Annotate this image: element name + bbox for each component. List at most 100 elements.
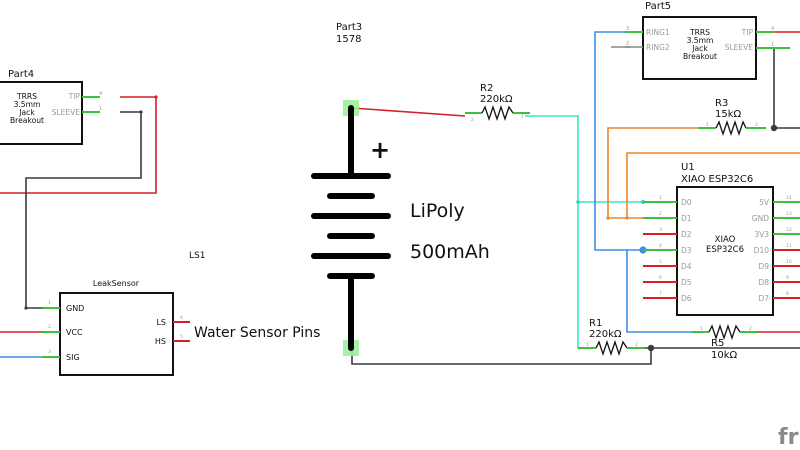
r1-ref: R1 [589, 318, 602, 329]
water-sensor-note: Water Sensor Pins [194, 325, 320, 341]
wire-cyan-to-r1[interactable] [577, 202, 588, 349]
part5-trrs-jack[interactable]: Part5 TRRS 3.5mm Jack Breakout RING1 RIN… [625, 1, 790, 80]
r2-resistor[interactable]: R2 220kΩ 2 1 [465, 83, 530, 123]
part4-title-line: Breakout [10, 116, 44, 125]
junction-dot [576, 200, 580, 204]
wire-gnd-sleeve-r3[interactable] [773, 48, 800, 129]
u1-pin-label: D7 [758, 294, 769, 303]
part4-title-line: 3.5mm [14, 100, 41, 109]
u1-pin-label: D10 [754, 246, 770, 255]
wires [0, 31, 800, 365]
r1-pin-num: 1 [586, 342, 589, 348]
part5-pin-sleeve-label: SLEEVE [725, 43, 754, 52]
u1-pin-label: 5V [759, 198, 770, 207]
part4-title-line: Jack [18, 108, 35, 117]
ls1-pin-num: 2 [48, 324, 51, 330]
part4-trrs-jack[interactable]: Part4 TRRS 3.5mm Jack Breakout TIP SLEEV… [0, 69, 102, 145]
u1-pin-label: D5 [681, 278, 692, 287]
ls1-pin-gnd-label: GND [66, 304, 84, 313]
r1-value: 220kΩ [589, 329, 622, 340]
ls1-body [59, 292, 174, 376]
u1-pin-num: 7 [659, 291, 662, 297]
ls1-ref: LS1 [189, 251, 205, 261]
part5-pin-ring2-label: RING2 [646, 43, 670, 52]
wire-blue-d3-r5[interactable] [626, 250, 692, 333]
wire-red-part4-tip[interactable] [0, 96, 157, 194]
u1-xiao-esp32c6[interactable]: U1 XIAO ESP32C6 XIAO ESP32C6 D01D12D23D3… [643, 162, 800, 316]
u1-pin-num: 1 [659, 195, 662, 201]
ls1-pin-hs-label: HS [155, 337, 166, 346]
r5-zigzag [708, 323, 741, 341]
wire-gnd-battery[interactable] [351, 348, 652, 365]
r5-pin-num: 1 [700, 326, 703, 332]
part5-pin-ring1-label: RING1 [646, 28, 670, 37]
ls1-pin-num: 5 [180, 334, 183, 340]
r2-value: 220kΩ [480, 94, 513, 105]
wire-gnd-part4-sleeve[interactable] [25, 111, 142, 309]
r3-zigzag [715, 119, 747, 137]
wire-blue-ring1-d3[interactable] [594, 31, 643, 251]
wire-orange-top-d1[interactable] [626, 152, 800, 218]
u1-pin-num: 9 [786, 275, 789, 281]
part5-pin-num: 1 [771, 42, 774, 48]
r2-ref: R2 [480, 83, 493, 94]
r5-resistor[interactable]: 1 2 R5 10kΩ [692, 323, 758, 361]
part5-pin-tip-label: TIP [741, 28, 754, 37]
u1-pin-num: 11 [786, 243, 792, 249]
battery-type-label: LiPoly [410, 200, 465, 222]
part4-title-line: TRRS [16, 92, 37, 101]
u1-pin-num: 10 [786, 259, 792, 265]
u1-body [676, 186, 774, 316]
part5-title-line: Jack [691, 44, 708, 53]
wire-cyan-r2-d0[interactable] [525, 115, 643, 203]
r3-value: 15kΩ [715, 109, 742, 120]
u1-pin-num: 3 [659, 227, 662, 233]
part5-title-line: TRRS [689, 28, 710, 37]
ls1-pin-num: 1 [48, 300, 51, 306]
u1-pin-label: D9 [758, 262, 769, 271]
r2-pin-num: 2 [471, 117, 474, 123]
u1-pin-num: 6 [659, 275, 662, 281]
part5-label: Part5 [645, 1, 671, 12]
ls1-title: LeakSensor [93, 279, 140, 288]
u1-body-line: ESP32C6 [706, 245, 744, 255]
r3-resistor[interactable]: R3 15kΩ 1 2 [698, 98, 766, 137]
r2-pin-num: 1 [521, 114, 524, 120]
ls1-pin-num: 4 [180, 315, 183, 321]
r5-value: 10kΩ [711, 350, 738, 361]
u1-pin-label: 3V3 [754, 230, 769, 239]
part5-title-line: 3.5mm [687, 36, 714, 45]
u1-pin-num: 4 [659, 243, 662, 249]
r3-pin-num: 1 [706, 122, 709, 128]
u1-pin-label: D4 [681, 262, 692, 271]
r3-ref: R3 [715, 98, 728, 109]
u1-pin-label: D0 [681, 198, 692, 207]
u1-pin-label: D6 [681, 294, 692, 303]
battery-capacity-label: 500mAh [410, 241, 490, 263]
ls1-pin-num: 3 [48, 349, 51, 355]
junction-dot [606, 216, 610, 220]
ls1-pin-sig-label: SIG [66, 353, 80, 362]
wire-red-battery-r2[interactable] [351, 107, 466, 117]
junction-dot [625, 216, 629, 220]
r1-resistor[interactable]: R1 220kΩ 1 2 [578, 318, 645, 357]
part4-pin-num: 1 [99, 106, 102, 112]
junction-dot [154, 95, 158, 99]
part3-battery[interactable]: Part3 1578 + LiPoly 500mAh [311, 22, 490, 356]
ls1-pin-ls-label: LS [156, 318, 166, 327]
u1-ref: U1 [681, 162, 695, 173]
u1-pin-num: 5 [659, 259, 662, 265]
u1-pin-label: D2 [681, 230, 692, 239]
ls1-leak-sensor[interactable]: LS1 LeakSensor GND VCC SIG LS HS 1 2 3 4… [42, 251, 320, 376]
junction-dot [770, 124, 778, 132]
junction-dot [139, 110, 143, 114]
r1-zigzag [595, 339, 628, 357]
u1-body-line: XIAO [715, 235, 736, 245]
part4-pin-tip-label: TIP [68, 92, 81, 101]
r2-zigzag [481, 104, 514, 122]
battery-plus-sign: + [370, 136, 390, 164]
junction-dot [647, 344, 655, 352]
part3-sub: 1578 [336, 34, 361, 45]
